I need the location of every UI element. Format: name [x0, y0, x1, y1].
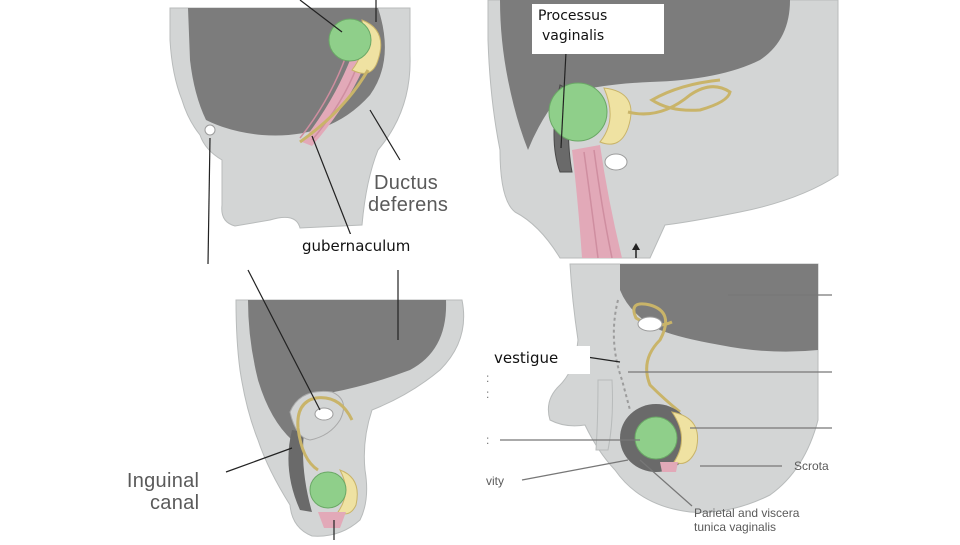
- epididymis-2: [599, 87, 632, 145]
- leader-gubernaculum: [311, 135, 353, 239]
- panel-descent-stage: [225, 269, 465, 540]
- panel-final-stage: : : :: [486, 263, 832, 513]
- arrow-head-2: [632, 243, 640, 250]
- label-inguinal-canal-line1: Inguinal: [126, 470, 200, 492]
- leader-ductus-deferens: [369, 109, 401, 161]
- processus-vaginalis-3: [288, 430, 312, 512]
- label-vestigue-text: vestigue: [494, 349, 559, 367]
- ductus-deferens-1: [299, 69, 370, 144]
- umbilical-pore-4: [637, 316, 663, 332]
- gubernaculum-fibers-2: [572, 145, 622, 258]
- epididymis-4: [670, 411, 698, 464]
- ductus-deferens-2: [627, 78, 732, 116]
- label-tunica-line1: Parietal and viscera: [694, 506, 800, 520]
- panel-early-stage: [169, 0, 411, 265]
- label-tunica-line2: tunica vaginalis: [694, 520, 777, 534]
- leader-pore-3: [247, 269, 321, 411]
- label-cavity: vity: [486, 474, 504, 488]
- leader-testis-1: [299, 0, 343, 33]
- gubernaculum-fibers-1: [302, 55, 366, 146]
- edge-mark-3: :: [486, 433, 489, 447]
- ductus-deferens-4: [632, 302, 681, 414]
- edge-mark-1: :: [486, 371, 489, 385]
- testis-1: [328, 18, 372, 62]
- edge-mark-2: :: [486, 387, 489, 401]
- label-processus-vaginalis: Processus vaginalis: [532, 4, 664, 54]
- leader-processus-vaginalis: [560, 51, 567, 149]
- leader-pore-1: [207, 137, 211, 265]
- testis-2: [548, 82, 608, 142]
- label-vestigue: vestigue: [488, 346, 590, 374]
- gubernaculum-remnant-3: [318, 512, 346, 528]
- leader-inguinal-canal: [225, 447, 293, 473]
- label-ductus-deferens: Ductus deferens: [368, 172, 448, 216]
- label-gubernaculum-text: gubernaculum: [302, 237, 411, 255]
- umbilical-pore-1: [204, 124, 216, 136]
- gubernaculum-remnant-4: [660, 462, 678, 472]
- label-inguinal-canal: Inguinal canal: [118, 470, 199, 514]
- label-ductus-deferens-line2: deferens: [368, 194, 449, 216]
- label-scrotum: Scrota: [794, 459, 829, 473]
- label-tunica-vaginalis: Parietal and viscera tunica vaginalis: [694, 506, 840, 534]
- label-gubernaculum: gubernaculum: [296, 234, 470, 262]
- leader-cavity-small: [521, 459, 629, 481]
- leader-tunica: [639, 459, 693, 507]
- ductus-deferens-3: [296, 396, 354, 472]
- cavity-4: [620, 264, 818, 352]
- label-inguinal-canal-line2: canal: [150, 492, 200, 514]
- testis-3: [309, 471, 347, 509]
- umbilical-pore-2: [604, 153, 628, 171]
- label-processus-vaginalis-line1: Processus: [538, 8, 608, 24]
- label-ductus-deferens-line1: Ductus: [374, 172, 439, 194]
- label-processus-vaginalis-line2: vaginalis: [542, 28, 605, 44]
- umbilical-pore-3: [314, 407, 334, 421]
- leg-4: [595, 379, 613, 451]
- testis-4: [634, 416, 678, 460]
